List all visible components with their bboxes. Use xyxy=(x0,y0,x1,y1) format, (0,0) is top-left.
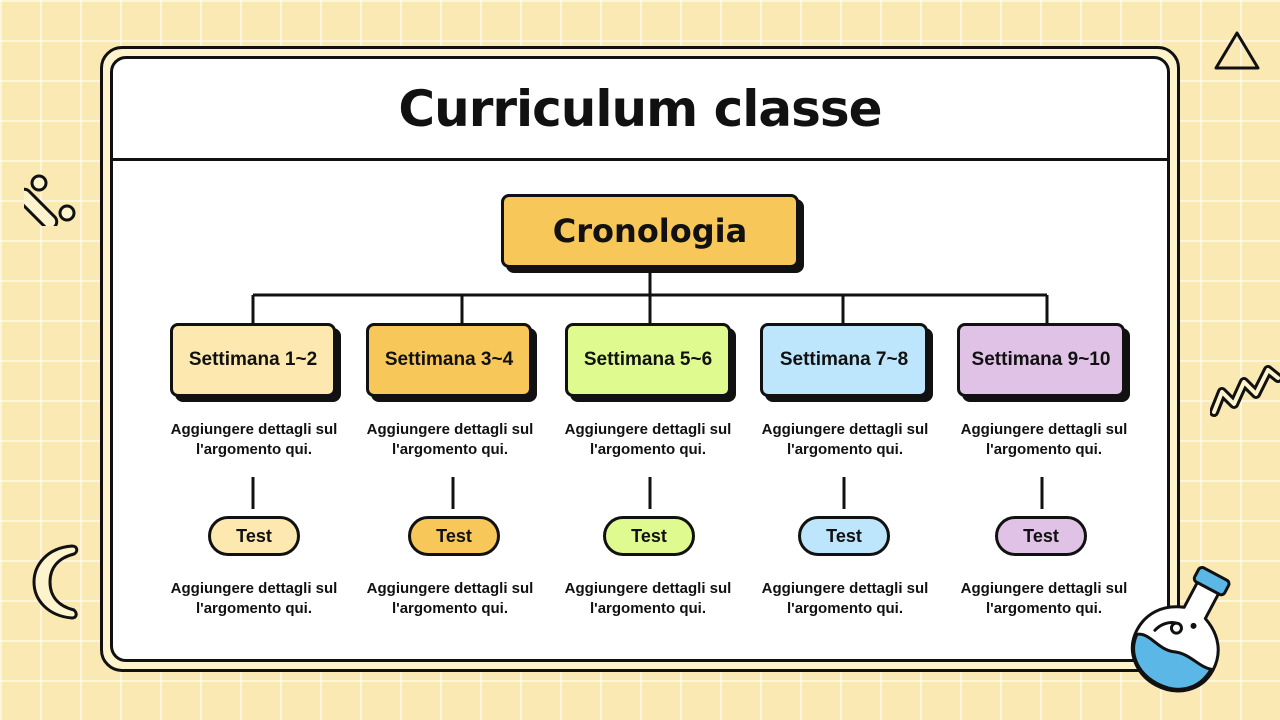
test-node: Test xyxy=(408,516,500,556)
week-node-9-10: Settimana 9~10 xyxy=(957,323,1125,397)
test-description: Aggiungere dettagli sul l'argomento qui. xyxy=(564,580,732,617)
topic-description: Aggiungere dettagli sul l'argomento qui. xyxy=(366,421,534,458)
topic-description: Aggiungere dettagli sul l'argomento qui. xyxy=(761,421,929,458)
page-title: Curriculum classe xyxy=(398,79,882,138)
week-node-3-4: Settimana 3~4 xyxy=(366,323,532,397)
test-node: Test xyxy=(603,516,695,556)
week-node-1-2: Settimana 1~2 xyxy=(170,323,336,397)
topic-description: Aggiungere dettagli sul l'argomento qui. xyxy=(564,421,732,458)
crescent-icon xyxy=(32,544,79,620)
percent-icon xyxy=(24,174,76,226)
test-description: Aggiungere dettagli sul l'argomento qui. xyxy=(366,580,534,617)
test-node: Test xyxy=(995,516,1087,556)
curriculum-card: Curriculum classe Cronologia Settimana 1… xyxy=(110,56,1170,662)
triangle-icon xyxy=(1214,31,1260,70)
flask-icon xyxy=(1131,566,1231,693)
topic-description: Aggiungere dettagli sul l'argomento qui. xyxy=(170,421,338,458)
title-bar: Curriculum classe xyxy=(113,59,1167,161)
week-node-7-8: Settimana 7~8 xyxy=(760,323,928,397)
test-description: Aggiungere dettagli sul l'argomento qui. xyxy=(761,580,929,617)
test-description: Aggiungere dettagli sul l'argomento qui. xyxy=(960,580,1128,617)
timeline-root-node: Cronologia xyxy=(501,194,799,268)
zigzag-icon xyxy=(1210,365,1280,417)
test-description: Aggiungere dettagli sul l'argomento qui. xyxy=(170,580,338,617)
test-node: Test xyxy=(798,516,890,556)
topic-description: Aggiungere dettagli sul l'argomento qui. xyxy=(960,421,1128,458)
connector-lines xyxy=(251,271,1049,509)
week-node-5-6: Settimana 5~6 xyxy=(565,323,731,397)
test-node: Test xyxy=(208,516,300,556)
